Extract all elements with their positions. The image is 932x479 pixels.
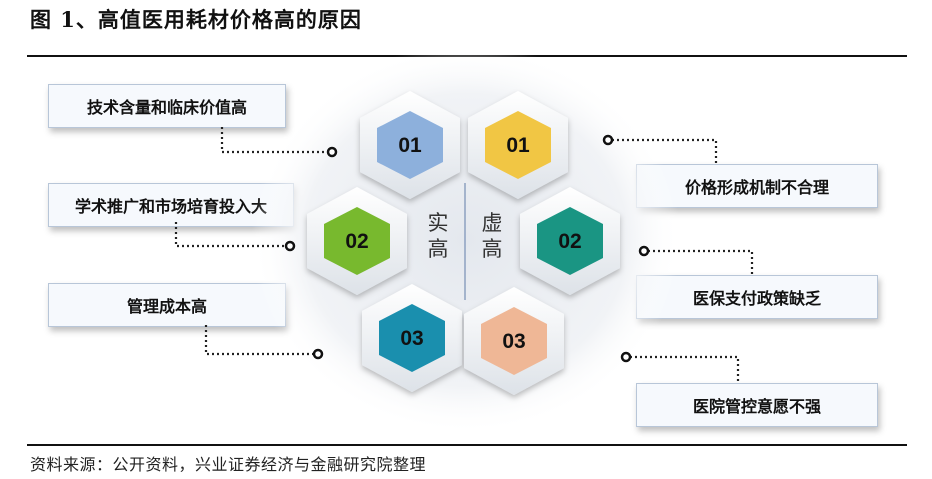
figure-title: 图 1、高值医用耗材价格高的原因 xyxy=(30,7,362,32)
source-note: 资料来源：公开资料，兴业证券经济与金融研究院整理 xyxy=(30,455,427,474)
hex-fill-left-1 xyxy=(377,111,443,179)
reason-label-left-1: 技术含量和临床价值高 xyxy=(86,98,247,117)
connector-dot-right-3 xyxy=(620,351,632,363)
reason-label-right-2: 医保支付政策缺乏 xyxy=(692,289,821,308)
hex-left-3: 03 xyxy=(362,284,462,392)
connector-dot-left-3 xyxy=(312,348,324,360)
reason-box-right-2: 医保支付政策缺乏 xyxy=(636,275,878,319)
hex-fill-right-3 xyxy=(481,307,547,375)
hex-number-right-2: 02 xyxy=(558,230,581,253)
reason-label-left-3: 管理成本高 xyxy=(126,297,207,316)
bottom-rule xyxy=(27,444,907,446)
connector-right-1 xyxy=(612,138,718,164)
connector-right-2 xyxy=(648,249,754,275)
connector-dot-left-2 xyxy=(284,240,296,252)
connector-dot-right-1 xyxy=(602,134,614,146)
hex-number-left-2: 02 xyxy=(345,230,368,253)
hex-fill-left-3 xyxy=(379,304,445,372)
reason-box-left-3: 管理成本高 xyxy=(48,283,286,327)
connector-dot-left-1 xyxy=(326,146,338,158)
hex-fill-left-2 xyxy=(324,207,390,275)
reason-box-left-1: 技术含量和临床价值高 xyxy=(48,84,286,128)
center-label-right: 虚高 xyxy=(482,211,503,261)
hex-right-1: 01 xyxy=(468,91,568,199)
reason-label-right-1: 价格形成机制不合理 xyxy=(684,178,829,197)
background-glow xyxy=(251,45,681,435)
hex-right-3: 03 xyxy=(464,287,564,395)
hex-left-1: 01 xyxy=(360,91,460,199)
hex-number-right-3: 03 xyxy=(502,330,525,353)
hex-number-left-3: 03 xyxy=(400,327,423,350)
reason-label-right-3: 医院管控意愿不强 xyxy=(692,397,821,416)
connectors xyxy=(174,127,754,383)
hex-fill-right-2 xyxy=(537,207,603,275)
hex-fill-right-1 xyxy=(485,111,551,179)
reason-box-right-1: 价格形成机制不合理 xyxy=(636,164,878,208)
connector-left-1 xyxy=(220,127,328,154)
center-label-left: 实高 xyxy=(428,211,449,261)
connector-dot-right-2 xyxy=(638,245,650,257)
connector-right-3 xyxy=(630,355,740,383)
reason-label-left-2: 学术推广和市场培育投入大 xyxy=(74,197,267,216)
reason-box-right-3: 医院管控意愿不强 xyxy=(636,383,878,427)
hex-right-2: 02 xyxy=(520,187,620,295)
hex-number-right-1: 01 xyxy=(506,134,530,157)
connector-left-3 xyxy=(204,325,314,356)
hex-number-left-1: 01 xyxy=(398,134,422,157)
hex-left-2: 02 xyxy=(307,187,407,295)
